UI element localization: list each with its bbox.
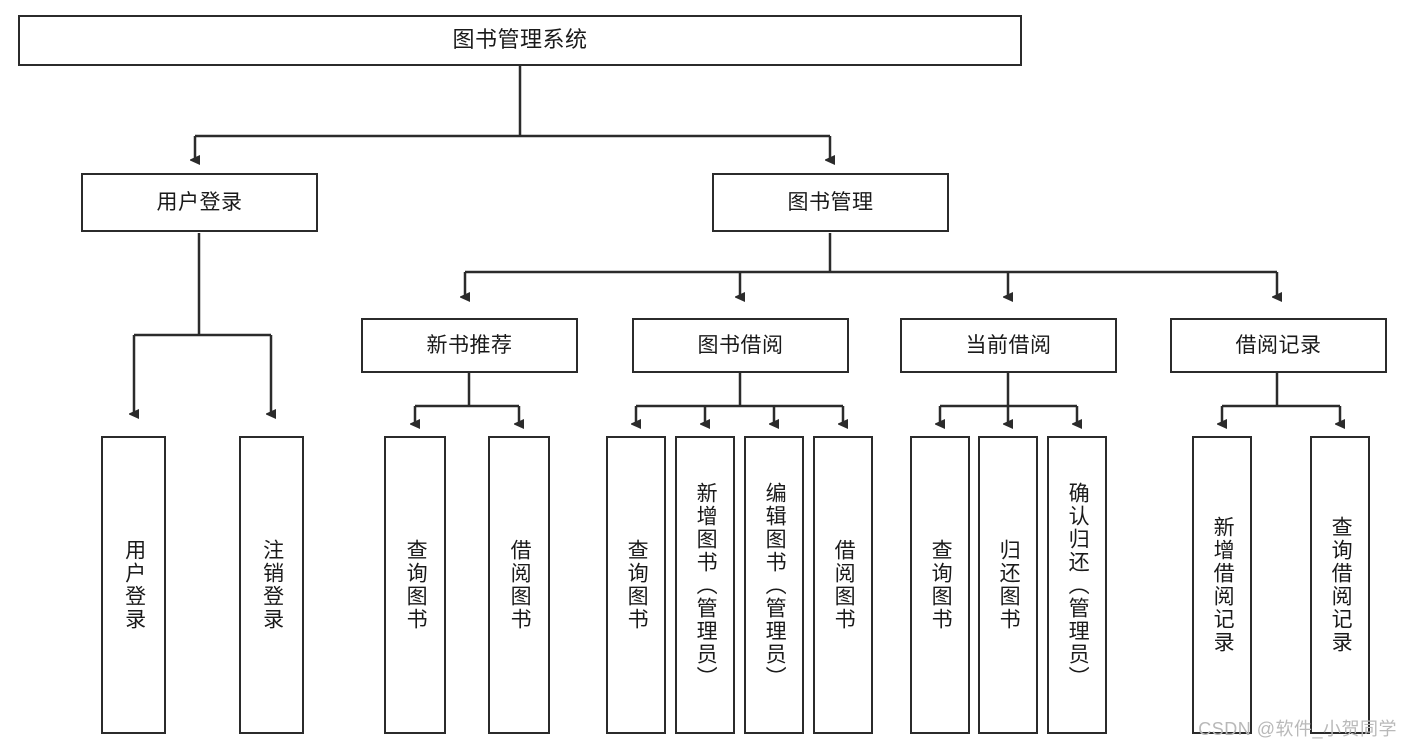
node-leaf-query-book-3[interactable]: 查询图书 (910, 436, 970, 734)
node-leaf-query-record-label: 查询借阅记录 (1329, 516, 1353, 654)
node-new-book-recommend[interactable]: 新书推荐 (361, 318, 578, 373)
node-book-manage[interactable]: 图书管理 (712, 173, 949, 232)
node-leaf-query-book-2-label: 查询图书 (625, 539, 649, 631)
node-leaf-confirm-return-label: 确认归还（管理员） (1066, 481, 1090, 689)
node-leaf-confirm-return[interactable]: 确认归还（管理员） (1047, 436, 1107, 734)
node-leaf-add-book-label: 新增图书（管理员） (694, 481, 718, 689)
node-leaf-query-record[interactable]: 查询借阅记录 (1310, 436, 1370, 734)
node-leaf-add-record-label: 新增借阅记录 (1211, 516, 1235, 654)
node-leaf-borrow-book-1-label: 借阅图书 (508, 539, 532, 631)
node-borrow-record-label: 借阅记录 (1235, 333, 1322, 357)
node-leaf-borrow-book-2-label: 借阅图书 (832, 539, 856, 631)
node-leaf-user-logout-label: 注销登录 (260, 539, 284, 631)
node-user-login[interactable]: 用户登录 (81, 173, 318, 232)
node-book-manage-label: 图书管理 (787, 190, 874, 214)
node-borrow-record[interactable]: 借阅记录 (1170, 318, 1387, 373)
node-book-borrow[interactable]: 图书借阅 (632, 318, 849, 373)
node-new-book-recommend-label: 新书推荐 (426, 333, 513, 357)
node-root-system[interactable]: 图书管理系统 (18, 15, 1022, 66)
node-leaf-user-login[interactable]: 用户登录 (101, 436, 166, 734)
node-leaf-return-book-label: 归还图书 (997, 539, 1021, 631)
node-leaf-user-logout[interactable]: 注销登录 (239, 436, 304, 734)
node-book-borrow-label: 图书借阅 (697, 333, 784, 357)
node-current-borrow[interactable]: 当前借阅 (900, 318, 1117, 373)
node-leaf-query-book-1[interactable]: 查询图书 (384, 436, 446, 734)
node-leaf-add-book[interactable]: 新增图书（管理员） (675, 436, 735, 734)
node-leaf-return-book[interactable]: 归还图书 (978, 436, 1038, 734)
node-leaf-query-book-1-label: 查询图书 (404, 539, 428, 631)
node-root-system-label: 图书管理系统 (452, 27, 588, 53)
node-leaf-edit-book[interactable]: 编辑图书（管理员） (744, 436, 804, 734)
node-leaf-user-login-label: 用户登录 (122, 539, 146, 631)
node-leaf-query-book-2[interactable]: 查询图书 (606, 436, 666, 734)
node-leaf-edit-book-label: 编辑图书（管理员） (763, 481, 787, 689)
node-leaf-borrow-book-1[interactable]: 借阅图书 (488, 436, 550, 734)
node-leaf-add-record[interactable]: 新增借阅记录 (1192, 436, 1252, 734)
node-leaf-borrow-book-2[interactable]: 借阅图书 (813, 436, 873, 734)
node-user-login-label: 用户登录 (156, 190, 243, 214)
node-leaf-query-book-3-label: 查询图书 (929, 539, 953, 631)
node-current-borrow-label: 当前借阅 (965, 333, 1052, 357)
